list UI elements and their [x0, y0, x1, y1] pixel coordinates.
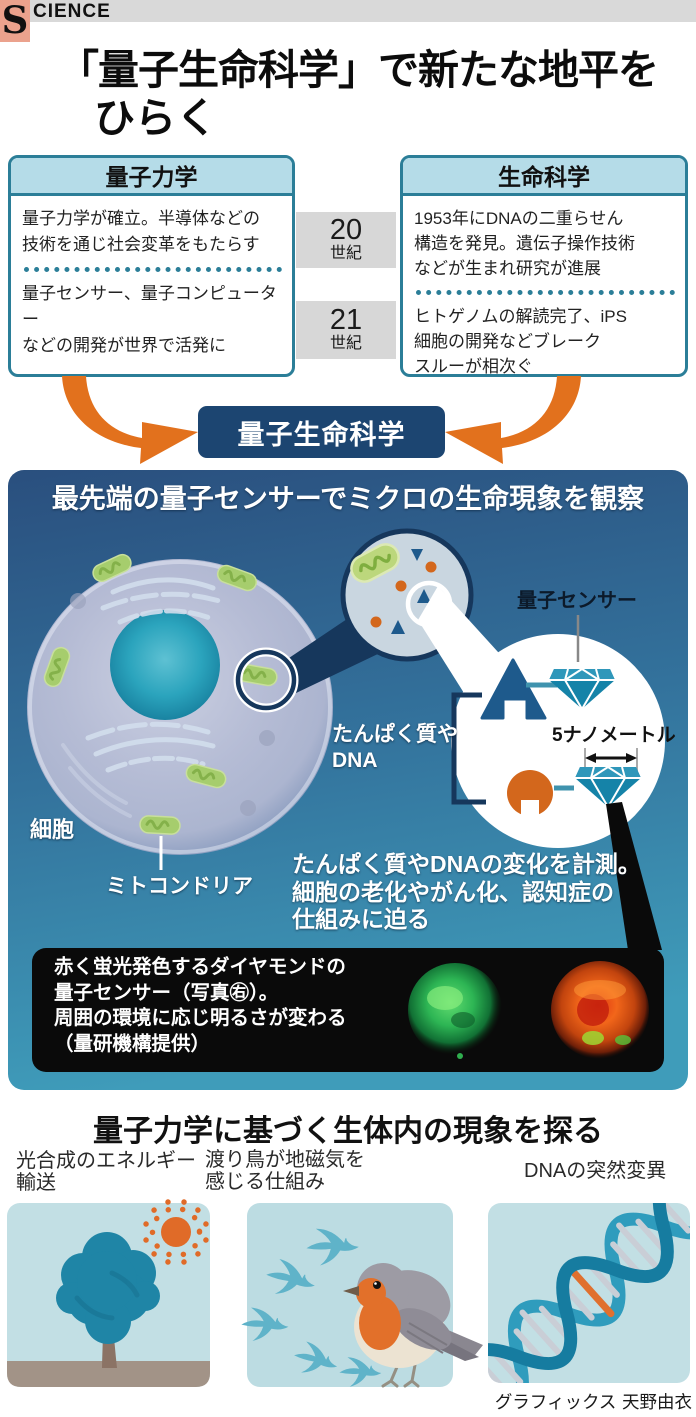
dna-mutation-panel — [488, 1203, 690, 1383]
arrow-right-icon — [445, 376, 581, 464]
mitochondrion-zoomed — [350, 543, 400, 583]
page-title-line1: 「量子生命科学」で新たな地平を — [58, 47, 659, 93]
photo-caption: 赤く蛍光発色するダイヤモンドの 量子センサー（写真㊨）。 周囲の環境に応じ明るさ… — [54, 956, 347, 1055]
fluorescent-diamond-green-photo — [408, 963, 502, 1059]
century-21-badge: 21 世紀 — [296, 301, 396, 359]
quantum-life-science-banner: 量子生命科学 — [198, 406, 445, 458]
century-20-badge: 20 世紀 — [296, 212, 396, 268]
scale-label: 5ナノメートル — [552, 725, 676, 746]
century-20-unit: 世紀 — [329, 245, 362, 262]
dna-mutation-label: DNAの突然変異 — [524, 1160, 667, 1182]
photo-box — [32, 948, 664, 1072]
science-logo-text: CIENCE — [33, 1, 111, 22]
life-21st-text: ヒトゲノムの解読完了、iPS 細胞の開発などブレーク スルーが相次ぐ — [414, 307, 627, 376]
observe-section-title: 最先端の量子センサーでミクロの生命現象を観察 — [51, 484, 645, 514]
page-title-line2: ひらく — [94, 95, 217, 141]
dotted-divider — [416, 290, 675, 295]
century-21-unit: 世紀 — [329, 335, 362, 352]
robin-icon — [343, 1263, 483, 1388]
quantum-21st-text: 量子センサー、量子コンピューター などの開発が世界で活発に — [22, 284, 277, 355]
cell-label: 細胞 — [30, 817, 75, 842]
measurement-description: たんぱく質やDNAの変化を計測。 細胞の老化やがん化、認知症の 仕組みに迫る — [292, 851, 641, 932]
arrowhead-left — [585, 753, 596, 763]
molecule-notch — [521, 800, 539, 816]
vesicle — [240, 800, 256, 816]
quantum-mechanics-box: 量子力学 量子力学が確立。半導体などの 技術を通じ社会変革をもたらす 量子センサ… — [8, 155, 295, 377]
mitochondria-label: ミトコンドリア — [106, 875, 253, 898]
photosynthesis-label: 光合成のエネルギー 輸送 — [16, 1150, 196, 1194]
arrowhead-right — [626, 753, 637, 763]
dna-helix-icon — [488, 1203, 690, 1383]
graphics-credit: グラフィックス 天野由衣 — [494, 1393, 692, 1413]
science-logo-s: S — [0, 0, 30, 42]
cell-ring — [235, 649, 297, 711]
life-box-title: 生命科学 — [403, 158, 685, 196]
zoom-ring — [405, 580, 453, 628]
mutation-rung — [567, 1265, 615, 1318]
endoplasmic-reticulum — [85, 577, 226, 773]
tree-icon — [56, 1232, 160, 1368]
nucleus — [110, 610, 220, 720]
quantum-20th-text: 量子力学が確立。半導体などの 技術を通じ社会変革をもたらす — [22, 209, 260, 254]
migratory-bird-label: 渡り鳥が地磁気を 感じる仕組み — [205, 1149, 365, 1193]
protein-triangles — [391, 549, 431, 634]
century-20-number: 20 — [329, 214, 363, 246]
migratory-bird-panel — [240, 1203, 483, 1388]
dotted-divider — [24, 267, 282, 272]
explore-section-title: 量子力学に基づく生体内の現象を探る — [93, 1115, 603, 1148]
century-21-number: 21 — [329, 304, 363, 336]
photosynthesis-panel — [7, 1198, 210, 1387]
quantum-box-title: 量子力学 — [11, 158, 292, 196]
arrow-left-icon — [62, 376, 198, 464]
ground — [7, 1361, 210, 1387]
protein-dna-label: たんぱく質や DNA — [332, 723, 458, 772]
sun-icon — [142, 1198, 210, 1266]
bracket — [451, 692, 486, 805]
life-20th-text: 1953年にDNAの二重らせん 構造を発見。遺伝子操作技術 などが生まれ研究が進… — [414, 209, 635, 278]
cell-illustration — [27, 550, 333, 870]
dna-molecule-icon — [507, 770, 553, 816]
vesicle — [70, 593, 86, 609]
vesicle — [259, 730, 275, 746]
masthead-strip — [0, 0, 696, 22]
photo-pointer-wedge — [606, 802, 662, 950]
fluorescent-diamond-red-photo — [551, 961, 649, 1059]
merge-arrows — [62, 376, 581, 464]
life-science-box: 生命科学 1953年にDNAの二重らせん 構造を発見。遺伝子操作技術 などが生ま… — [400, 155, 688, 377]
quantum-sensor-label: 量子センサー — [517, 590, 637, 612]
protein-icon — [480, 658, 547, 720]
observation-panel — [8, 470, 688, 1090]
